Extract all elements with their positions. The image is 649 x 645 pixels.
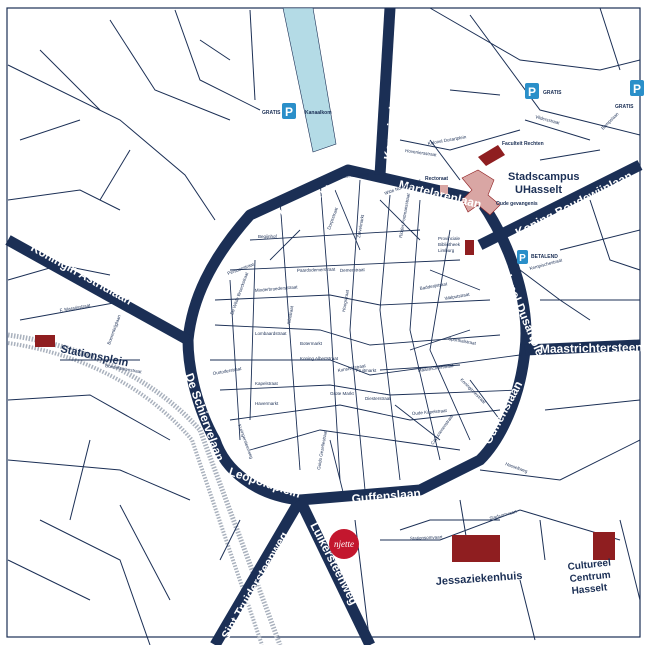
bibliotheek-building	[465, 240, 474, 255]
svg-text:P: P	[528, 85, 536, 99]
svg-text:F. Massijsstraat: F. Massijsstraat	[59, 303, 91, 313]
svg-text:Botermarkt: Botermarkt	[300, 341, 323, 346]
svg-text:Kapelstraat: Kapelstraat	[255, 381, 279, 386]
svg-text:Ourtoderstraat: Ourtoderstraat	[212, 366, 242, 376]
svg-text:Vildersstraat: Vildersstraat	[535, 114, 561, 125]
label-guffenslaan-bottom: Guffenslaan	[351, 486, 421, 506]
label-cc-3: Hasselt	[571, 582, 608, 597]
label-kanaalkom: Kanaalkom	[305, 110, 332, 116]
label-oude-gevangenis: Oude gevangenis	[496, 201, 538, 207]
svg-text:Grote Markt: Grote Markt	[330, 391, 355, 396]
parking-icon-3: P GRATIS	[615, 80, 644, 110]
svg-text:Demerstraat: Demerstraat	[340, 267, 366, 273]
parking-icon-1: P GRATIS	[262, 103, 296, 119]
svg-text:Koning Albertstraat: Koning Albertstraat	[300, 356, 339, 361]
label-bibliotheek-2: Bibliotheek	[438, 242, 461, 247]
svg-text:Kunstvijfstraat: Kunstvijfstraat	[337, 363, 366, 373]
svg-text:Diesterstraat: Diesterstraat	[365, 396, 391, 401]
cultureel-centrum-building	[593, 532, 615, 560]
njette-logo: njette	[329, 529, 359, 559]
label-rectoraat: Rectoraat	[425, 176, 448, 182]
svg-text:Walputstraat: Walputstraat	[444, 292, 470, 301]
station-building	[35, 335, 55, 347]
ring-roads	[5, 7, 643, 645]
svg-text:Bonnefantenstraat: Bonnefantenstraat	[105, 363, 143, 374]
svg-text:Stationsomvaart: Stationsomvaart	[410, 534, 443, 541]
stadscampus-buildings	[440, 145, 505, 255]
svg-text:Sporthalstraat: Sporthalstraat	[448, 336, 477, 346]
svg-text:Badderijstraat: Badderijstraat	[419, 281, 448, 291]
svg-text:GRATIS: GRATIS	[262, 110, 281, 116]
svg-text:BETALEND: BETALEND	[531, 254, 558, 260]
svg-text:Guido Gezellestraat: Guido Gezellestraat	[316, 429, 328, 470]
svg-text:Zuivelmarkt: Zuivelmarkt	[356, 214, 365, 239]
parking-icon-2: P GRATIS	[525, 83, 562, 99]
label-maastrichtersteenweg: Maastrichtersteenweg	[540, 340, 649, 356]
svg-text:Havermarkt: Havermarkt	[255, 401, 279, 406]
label-uhasselt: UHasselt	[515, 184, 562, 196]
svg-text:Minderbroedersstraat: Minderbroedersstraat	[255, 284, 299, 293]
svg-text:Hoveniersstraat: Hoveniersstraat	[405, 148, 438, 157]
svg-text:P: P	[519, 253, 526, 264]
svg-text:Lombaardstraat: Lombaardstraat	[255, 331, 287, 336]
inner-streets	[210, 179, 521, 501]
label-bibliotheek-3: Limburg	[438, 248, 455, 253]
canal-water	[282, 7, 337, 153]
svg-text:Paardsdemerstraat: Paardsdemerstraat	[297, 267, 336, 273]
svg-text:Oude Kapelstraat: Oude Kapelstraat	[412, 408, 448, 416]
svg-text:Fruitmarkt: Fruitmarkt	[356, 368, 377, 373]
railway	[7, 332, 283, 645]
svg-text:Kolonel Dusartplein: Kolonel Dusartplein	[427, 134, 467, 146]
label-cc-1: Cultureel	[567, 557, 611, 572]
parking-icon-4: P BETALEND	[517, 250, 558, 264]
label-bibliotheek-1: Provinciale	[438, 236, 461, 241]
svg-text:Hoogstraat: Hoogstraat	[341, 289, 350, 312]
jessaziekenhuis-building	[452, 535, 500, 562]
svg-text:GRATIS: GRATIS	[615, 104, 634, 110]
label-faculteit-rechten: Faculteit Rechten	[502, 141, 544, 147]
svg-text:Alfastraat: Alfastraat	[286, 305, 294, 325]
svg-text:Maastrichterstraat: Maastrichterstraat	[417, 363, 454, 373]
svg-text:P: P	[633, 82, 641, 96]
label-cc-2: Centrum	[569, 570, 611, 585]
svg-text:P: P	[285, 105, 293, 119]
svg-text:njette: njette	[334, 539, 354, 549]
label-stadscampus: Stadscampus	[508, 171, 580, 183]
svg-text:GRATIS: GRATIS	[543, 90, 562, 96]
svg-text:Gasthuisstraat: Gasthuisstraat	[340, 171, 370, 179]
svg-text:Begijnhof: Begijnhof	[258, 234, 278, 239]
